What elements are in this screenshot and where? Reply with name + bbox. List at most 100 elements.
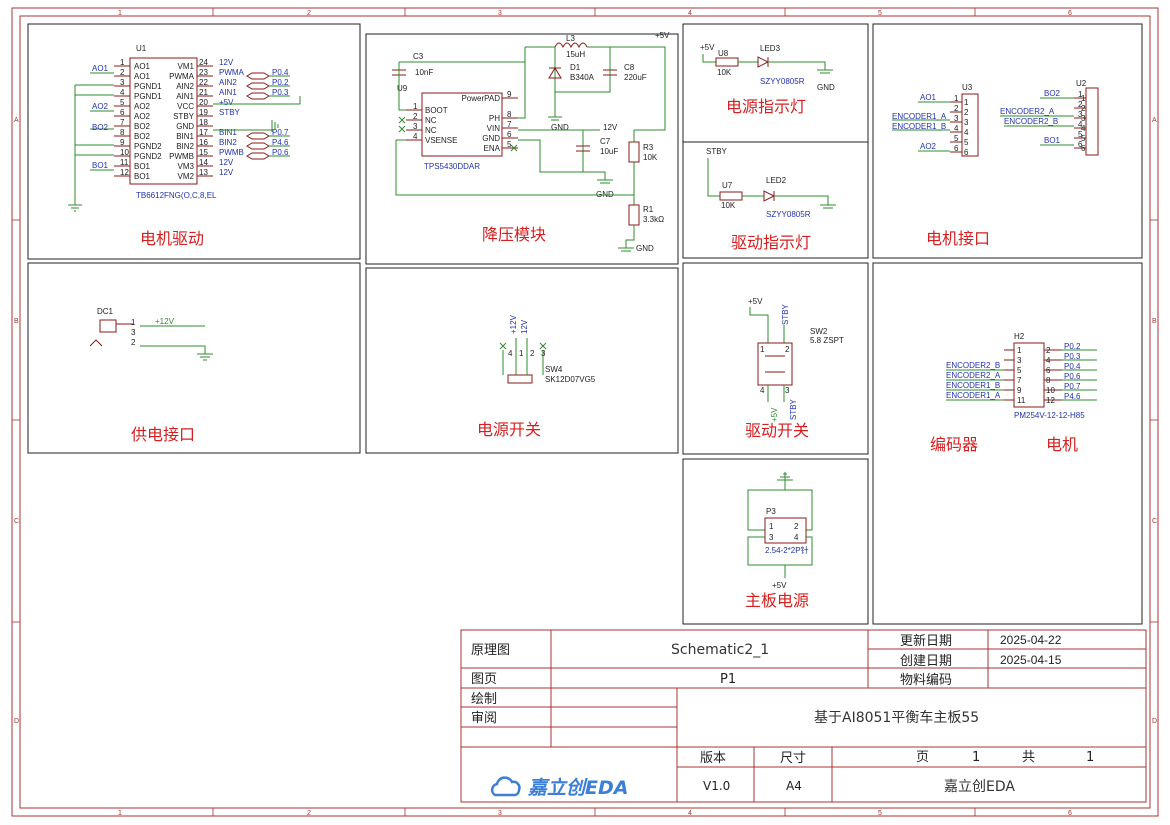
sw2-pin-3: 3	[785, 386, 790, 395]
u1-pin-num: 6	[120, 108, 125, 117]
p3-pin-3: 3	[769, 533, 774, 542]
title-power-switch: 电源开关	[477, 420, 541, 439]
tb-project: 基于AI8051平衡车主板55	[814, 709, 979, 726]
u1-pin-num: 18	[199, 118, 208, 127]
c7-val: 10uF	[600, 147, 618, 156]
box-drive-led	[682, 141, 869, 259]
title-power-port: 供电接口	[131, 425, 195, 444]
sw4-net-12v-a: +12V	[509, 314, 518, 334]
p3-board-power: P3 1 2 3 4 2.54-2*2P针 +5V	[747, 472, 813, 590]
title-motor: 电机	[1046, 435, 1078, 454]
p3-part: 2.54-2*2P针	[765, 545, 809, 555]
u1-body	[129, 57, 198, 185]
title-board-power: 主板电源	[745, 591, 809, 610]
u2-net-bo1: BO1	[1044, 136, 1061, 145]
box-power-switch	[365, 267, 679, 454]
dc1-net: +12V	[155, 317, 175, 326]
u1-pin-num: 11	[120, 158, 129, 167]
u2-pin-num: 1	[1078, 90, 1083, 99]
u1-pin-name: PWMA	[169, 72, 195, 81]
sw2-part: 5.8 ZSPT	[810, 336, 844, 345]
u2-net-bo2: BO2	[1044, 89, 1061, 98]
c3-val: 10nF	[415, 68, 433, 77]
u1-pin-num: 12	[120, 168, 129, 177]
title-block: 原理图 Schematic2_1 更新日期 2025-04-22 创建日期 20…	[460, 629, 1147, 803]
u1-pin-num: 9	[120, 138, 125, 147]
r1-val: 3.3kΩ	[643, 215, 664, 224]
u1-pin-name: AO2	[134, 112, 151, 121]
u9-pin-name: BOOT	[425, 106, 448, 115]
c3-ref: C3	[413, 52, 424, 61]
sw2-ref: SW2	[810, 327, 828, 336]
pled-gnd: GND	[817, 83, 835, 92]
pled-u8: U8	[718, 49, 729, 58]
tb-label-pg: 页	[916, 750, 929, 765]
ruler-right: A B C D	[1150, 117, 1158, 725]
u1-pin-name: VM3	[178, 162, 195, 171]
pled-part: SZYY0805R	[760, 77, 805, 86]
u1-pin-net: AIN2	[219, 78, 237, 87]
u3-pin-label: 5	[964, 138, 969, 147]
u9-pin-name: GND	[482, 134, 500, 143]
title-buck: 降压模块	[482, 225, 546, 244]
h2-pin-num: 3	[1017, 356, 1022, 365]
buck-gnd-3: GND	[636, 244, 654, 253]
u3-pin-num: 1	[954, 94, 959, 103]
u9-pin-num: 3	[413, 122, 418, 131]
sw4-pin-3: 3	[541, 349, 546, 358]
u1-pin-num: 20	[199, 98, 208, 107]
u1-pin-num: 5	[120, 98, 125, 107]
title-power-led: 电源指示灯	[726, 97, 806, 116]
dled-part: SZYY0805R	[766, 210, 811, 219]
buck-net-5v: +5V	[655, 31, 670, 40]
p3-pin-1: 1	[769, 522, 774, 531]
c8-val: 220uF	[624, 73, 647, 82]
u1-pin-net: PWMB	[219, 148, 244, 157]
title-drive-led: 驱动指示灯	[731, 233, 811, 252]
h2-net: P0.3	[1064, 352, 1081, 361]
u1-pin-num: 13	[199, 168, 208, 177]
p3-ref: P3	[766, 507, 776, 516]
ruler-top: 1 2 3 4 5 6	[118, 8, 1072, 17]
tb-total: 1	[1086, 750, 1094, 765]
u1-pin-num: 23	[199, 68, 208, 77]
title-drive-switch: 驱动开关	[745, 421, 809, 440]
u1-pin-net: BIN2	[219, 138, 237, 147]
u2-pin-label: 1	[1081, 94, 1086, 103]
u1-net-ao2: AO2	[92, 102, 109, 111]
power-port-dc1: DC1 1 3 2 +12V	[89, 307, 213, 361]
u3-net-ao2: AO2	[920, 142, 937, 151]
tb-label-page: 图页	[471, 672, 497, 687]
u1-pin-name: AO2	[134, 102, 151, 111]
u3-pin-num: 2	[954, 104, 959, 113]
tb-company: 嘉立创EDA	[944, 779, 1015, 795]
u1-pin-net: 12V	[219, 158, 234, 167]
u9-pin-num: 4	[413, 132, 418, 141]
c7-ref: C7	[600, 137, 611, 146]
dled-u7: U7	[722, 181, 733, 190]
inner-frame	[19, 15, 1151, 809]
u1-pin-num: 21	[199, 88, 208, 97]
u1-pin-num: 14	[199, 158, 208, 167]
l3-val: 15uH	[566, 50, 585, 59]
h2-net: P0.2	[1064, 342, 1081, 351]
u3-pin-label: 6	[964, 148, 969, 157]
box-power-port	[27, 262, 361, 454]
u2-pin-label: 5	[1081, 134, 1086, 143]
u1-pin-net: AIN1	[219, 88, 237, 97]
tb-version: V1.0	[703, 779, 730, 793]
u9-pin-num: 8	[507, 110, 512, 119]
u1-pin-net: STBY	[219, 108, 241, 117]
u2-net-enc2a: ENCODER2_A	[1000, 107, 1055, 116]
h2-net-enc1b: ENCODER1_B	[946, 381, 1000, 390]
u9-pin-num: 9	[507, 90, 512, 99]
ruler-col-5-bottom: 5	[878, 810, 882, 817]
u3-body	[961, 93, 979, 157]
u2-ref: U2	[1076, 79, 1087, 88]
u1-pin-name: VCC	[177, 102, 194, 111]
u3-pin-num: 4	[954, 124, 959, 133]
